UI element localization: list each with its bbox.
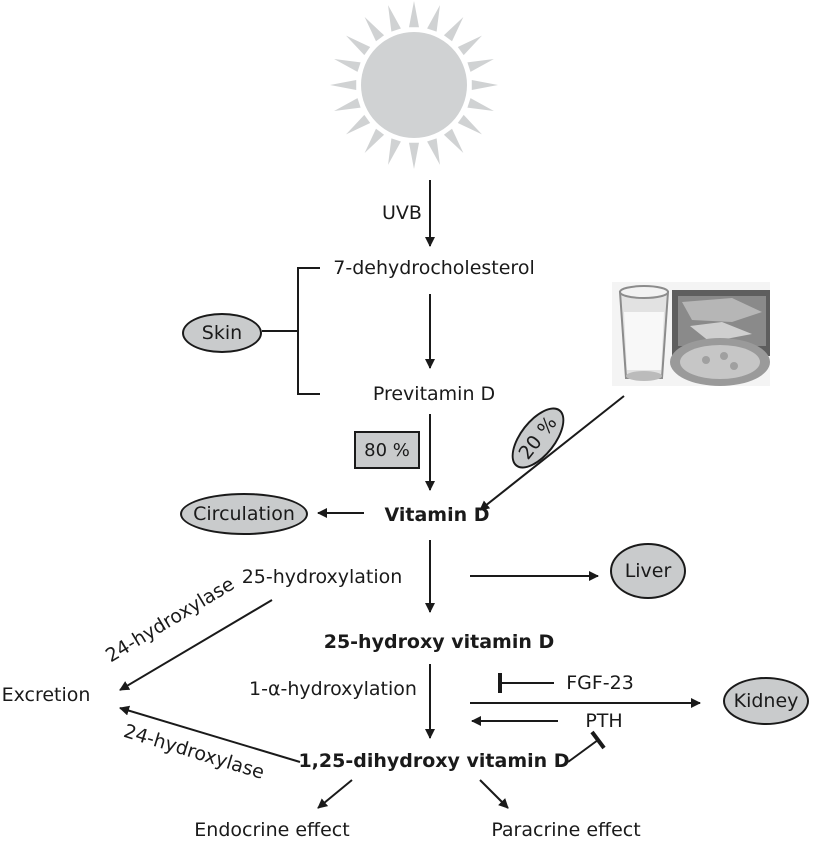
skin-node: Skin xyxy=(182,313,262,353)
sun-ray xyxy=(364,128,385,153)
sun-ray xyxy=(427,138,440,165)
arrow-endocrine xyxy=(317,779,353,809)
uvb-label: UVB xyxy=(382,202,422,224)
dehydrocholesterol-label: 7-dehydrocholesterol xyxy=(333,257,535,279)
skin-bracket xyxy=(262,267,320,395)
previtamin-label: Previtamin D xyxy=(372,383,496,405)
endocrine-label: Endocrine effect xyxy=(194,819,350,841)
sun-icon xyxy=(330,1,498,169)
alpha-hydroxylation-label: 1-α-hydroxylation xyxy=(249,678,417,700)
sun-ray xyxy=(364,17,385,42)
sun-ray xyxy=(334,98,361,111)
hydroxylation-25-label: 25-hydroxylation xyxy=(241,566,403,588)
arrow-hydroxylase-top xyxy=(119,599,273,691)
pct-80-box: 80 % xyxy=(354,431,420,469)
sun-ray xyxy=(408,1,420,28)
skin-label: Skin xyxy=(201,322,243,344)
sun-ray xyxy=(388,138,401,165)
excretion-label: Excretion xyxy=(1,684,91,706)
fgf23-label: FGF-23 xyxy=(566,672,634,694)
sun-ray xyxy=(408,142,420,169)
arrow-paracrine xyxy=(479,779,509,809)
pth-label: PTH xyxy=(585,710,623,732)
sun-ray xyxy=(443,17,464,42)
sun-ray xyxy=(346,35,371,56)
pct-80-label: 80 % xyxy=(364,439,410,461)
circulation-label: Circulation xyxy=(193,503,295,525)
dihydroxy-inhibits-pth xyxy=(567,739,599,763)
sun-ray xyxy=(471,79,498,91)
arrow-hydroxylase-bottom xyxy=(119,705,301,763)
sun-ray xyxy=(427,5,440,32)
hydroxy-vitamin-d-label: 25-hydroxy vitamin D xyxy=(323,631,555,653)
liver-label: Liver xyxy=(624,560,672,582)
liver-node: Liver xyxy=(610,543,686,599)
sun-ray xyxy=(330,79,357,91)
milk-and-food-photo xyxy=(612,282,770,386)
sun-ray xyxy=(443,128,464,153)
sun-ray xyxy=(457,35,482,56)
paracrine-label: Paracrine effect xyxy=(491,819,641,841)
dihydroxy-vitamin-d-label: 1,25-dihydroxy vitamin D xyxy=(298,750,570,772)
arrow-diet-to-vitamin-d xyxy=(479,395,625,511)
sun-ray xyxy=(346,114,371,135)
sun-ray xyxy=(457,114,482,135)
kidney-node: Kidney xyxy=(723,677,809,725)
sun-ray xyxy=(467,98,494,111)
vitamin-d-label: Vitamin D xyxy=(384,504,490,526)
sun-ray xyxy=(467,59,494,72)
circulation-node: Circulation xyxy=(180,493,308,535)
sun-ray xyxy=(388,5,401,32)
sun-ray xyxy=(334,59,361,72)
kidney-label: Kidney xyxy=(733,690,799,712)
